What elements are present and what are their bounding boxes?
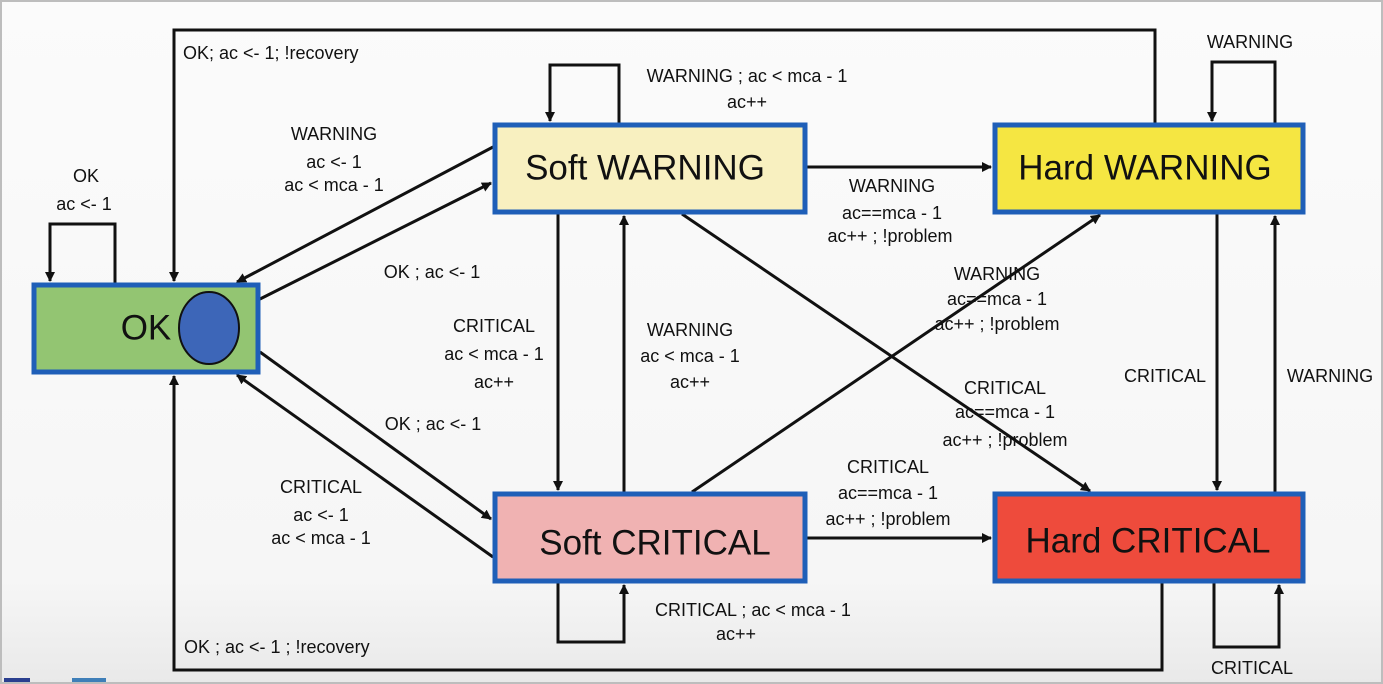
label-sw-to-hw: WARNING bbox=[849, 176, 935, 196]
label-sw-to-hc: ac++ ; !problem bbox=[942, 430, 1067, 450]
state-soft-critical-label: Soft CRITICAL bbox=[539, 523, 770, 562]
edge-sw-to-hc bbox=[681, 212, 1091, 493]
label-sw-self: WARNING ; ac < mca - 1 bbox=[647, 66, 848, 86]
edge-labels: OK; ac <- 1; !recovery OK ; ac <- 1 ; !r… bbox=[56, 32, 1373, 678]
taskbar-fragment bbox=[4, 678, 30, 682]
edge-ok-to-sw bbox=[259, 181, 492, 301]
label-sc-to-sw: WARNING bbox=[647, 320, 733, 340]
label-ok-to-sc: ac < mca - 1 bbox=[271, 528, 371, 548]
label-sc-self: CRITICAL ; ac < mca - 1 bbox=[655, 600, 851, 620]
state-ok: OK bbox=[31, 282, 261, 375]
label-sc-to-sw: ac++ bbox=[670, 372, 710, 392]
edge-hw-self bbox=[1207, 60, 1277, 123]
label-sw-to-sc: CRITICAL bbox=[453, 316, 535, 336]
label-ok-to-sw: ac <- 1 bbox=[306, 152, 362, 172]
label-bottom-recovery: OK ; ac <- 1 ; !recovery bbox=[184, 637, 370, 657]
label-hc-to-hw: WARNING bbox=[1287, 366, 1373, 386]
edges bbox=[45, 28, 1284, 672]
label-ok-to-sw: WARNING bbox=[291, 124, 377, 144]
label-sc-to-hw: WARNING bbox=[954, 264, 1040, 284]
edge-ok-self bbox=[45, 222, 117, 283]
label-sw-to-hc: CRITICAL bbox=[964, 378, 1046, 398]
label-ok-self: ac <- 1 bbox=[56, 194, 112, 214]
label-ok-to-sc: ac <- 1 bbox=[293, 505, 349, 525]
label-sc-self: ac++ bbox=[716, 624, 756, 644]
state-soft-warning-label: Soft WARNING bbox=[525, 148, 765, 187]
label-hc-self: CRITICAL bbox=[1211, 658, 1293, 678]
label-hw-self: WARNING bbox=[1207, 32, 1293, 52]
label-sc-to-hc: ac==mca - 1 bbox=[838, 483, 938, 503]
label-sw-to-hc: ac==mca - 1 bbox=[955, 402, 1055, 422]
edge-sc-to-hw bbox=[691, 213, 1101, 494]
state-soft-warning: Soft WARNING bbox=[492, 122, 808, 215]
label-sc-to-ok: OK ; ac <- 1 bbox=[385, 414, 482, 434]
state-hard-critical-label: Hard CRITICAL bbox=[1025, 521, 1270, 560]
edge-hc-self bbox=[1212, 583, 1284, 649]
state-hard-critical: Hard CRITICAL bbox=[992, 491, 1306, 584]
label-sc-to-hw: ac==mca - 1 bbox=[947, 289, 1047, 309]
label-sw-to-sc: ac++ bbox=[474, 372, 514, 392]
state-soft-critical: Soft CRITICAL bbox=[492, 491, 808, 584]
label-top-recovery: OK; ac <- 1; !recovery bbox=[183, 43, 359, 63]
label-hw-to-hc: CRITICAL bbox=[1124, 366, 1206, 386]
current-state-marker bbox=[178, 291, 240, 365]
label-sc-to-hc: ac++ ; !problem bbox=[825, 509, 950, 529]
label-sw-to-sc: ac < mca - 1 bbox=[444, 344, 544, 364]
edge-sw-self bbox=[545, 63, 621, 123]
label-sw-self: ac++ bbox=[727, 92, 767, 112]
state-hard-warning: Hard WARNING bbox=[992, 122, 1306, 215]
label-sw-to-ok: OK ; ac <- 1 bbox=[384, 262, 481, 282]
label-sc-to-hc: CRITICAL bbox=[847, 457, 929, 477]
state-hard-warning-label: Hard WARNING bbox=[1018, 148, 1271, 187]
label-sw-to-hw: ac++ ; !problem bbox=[827, 226, 952, 246]
label-sc-to-sw: ac < mca - 1 bbox=[640, 346, 740, 366]
edge-ok-to-sc bbox=[259, 350, 492, 521]
edge-top-recovery bbox=[169, 28, 1157, 282]
edge-sc-to-ok bbox=[236, 373, 494, 559]
state-ok-label: OK bbox=[121, 308, 172, 347]
label-sc-to-hw: ac++ ; !problem bbox=[934, 314, 1059, 334]
label-sw-to-hw: ac==mca - 1 bbox=[842, 203, 942, 223]
label-ok-to-sc: CRITICAL bbox=[280, 477, 362, 497]
taskbar-fragment bbox=[72, 678, 106, 682]
label-ok-self: OK bbox=[73, 166, 99, 186]
edge-bottom-recovery bbox=[169, 375, 1164, 672]
edge-sw-to-ok bbox=[236, 145, 494, 284]
label-ok-to-sw: ac < mca - 1 bbox=[284, 175, 384, 195]
edge-sc-self bbox=[556, 583, 629, 644]
